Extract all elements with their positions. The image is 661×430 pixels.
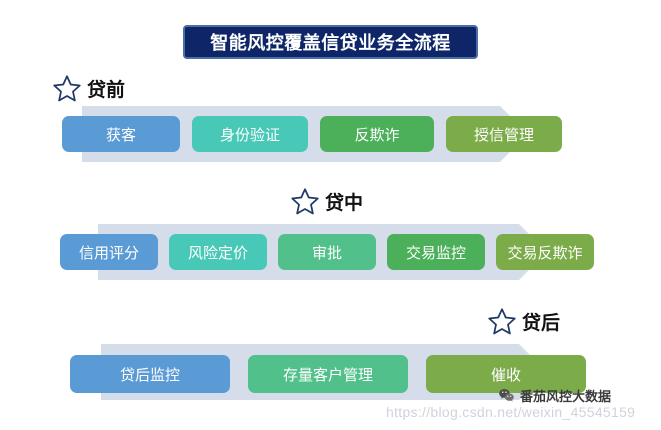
brand-name: 番茄风控大数据 bbox=[520, 389, 612, 404]
process-box[interactable]: 身份验证 bbox=[192, 116, 308, 152]
process-box[interactable]: 存量客户管理 bbox=[248, 355, 408, 393]
process-box[interactable]: 授信管理 bbox=[446, 116, 562, 152]
star-icon bbox=[487, 306, 517, 336]
process-box[interactable]: 获客 bbox=[62, 116, 180, 152]
process-row-dai-hou: 贷后监控 存量客户管理 催收 bbox=[70, 355, 586, 393]
stage-label-text: 贷前 bbox=[87, 79, 126, 101]
watermark-url: https://blog.csdn.net/weixin_45545159 bbox=[386, 404, 636, 420]
stage-label-dai-qian: 贷前 bbox=[52, 73, 125, 103]
process-box-label: 审批 bbox=[311, 244, 342, 262]
process-box-label: 反欺诈 bbox=[354, 126, 400, 144]
stage-label-dai-zhong: 贷中 bbox=[290, 186, 363, 216]
process-row-dai-zhong: 信用评分 风险定价 审批 交易监控 交易反欺诈 bbox=[60, 234, 594, 270]
stage-label-text: 贷中 bbox=[325, 192, 364, 214]
process-box[interactable]: 交易监控 bbox=[387, 234, 485, 270]
process-box[interactable]: 贷后监控 bbox=[70, 355, 230, 393]
process-box[interactable]: 信用评分 bbox=[60, 234, 158, 270]
wechat-icon bbox=[498, 387, 515, 404]
process-box[interactable]: 交易反欺诈 bbox=[496, 234, 594, 270]
process-box[interactable]: 审批 bbox=[278, 234, 376, 270]
process-box-label: 交易反欺诈 bbox=[507, 244, 583, 262]
process-box-label: 信用评分 bbox=[78, 244, 139, 262]
process-box-label: 存量客户管理 bbox=[282, 366, 373, 384]
star-icon bbox=[52, 73, 82, 103]
stage-label-dai-hou: 贷后 bbox=[487, 306, 560, 336]
process-box-label: 催收 bbox=[490, 366, 521, 384]
process-box-label: 交易监控 bbox=[405, 244, 466, 262]
page-title-text: 智能风控覆盖信贷业务全流程 bbox=[210, 33, 451, 53]
process-box-label: 风险定价 bbox=[187, 244, 248, 262]
page-title: 智能风控覆盖信贷业务全流程 bbox=[183, 25, 478, 59]
process-box-label: 获客 bbox=[105, 126, 136, 144]
process-box[interactable]: 催收 bbox=[426, 355, 586, 393]
process-box-label: 贷后监控 bbox=[119, 366, 180, 384]
process-box-label: 身份验证 bbox=[219, 126, 280, 144]
process-row-dai-qian: 获客 身份验证 反欺诈 授信管理 bbox=[62, 116, 562, 152]
brand: 番茄风控大数据 bbox=[498, 386, 611, 405]
process-box-label: 授信管理 bbox=[473, 126, 534, 144]
star-icon bbox=[290, 186, 320, 216]
process-box[interactable]: 风险定价 bbox=[169, 234, 267, 270]
stage-label-text: 贷后 bbox=[522, 312, 561, 334]
process-box[interactable]: 反欺诈 bbox=[320, 116, 434, 152]
